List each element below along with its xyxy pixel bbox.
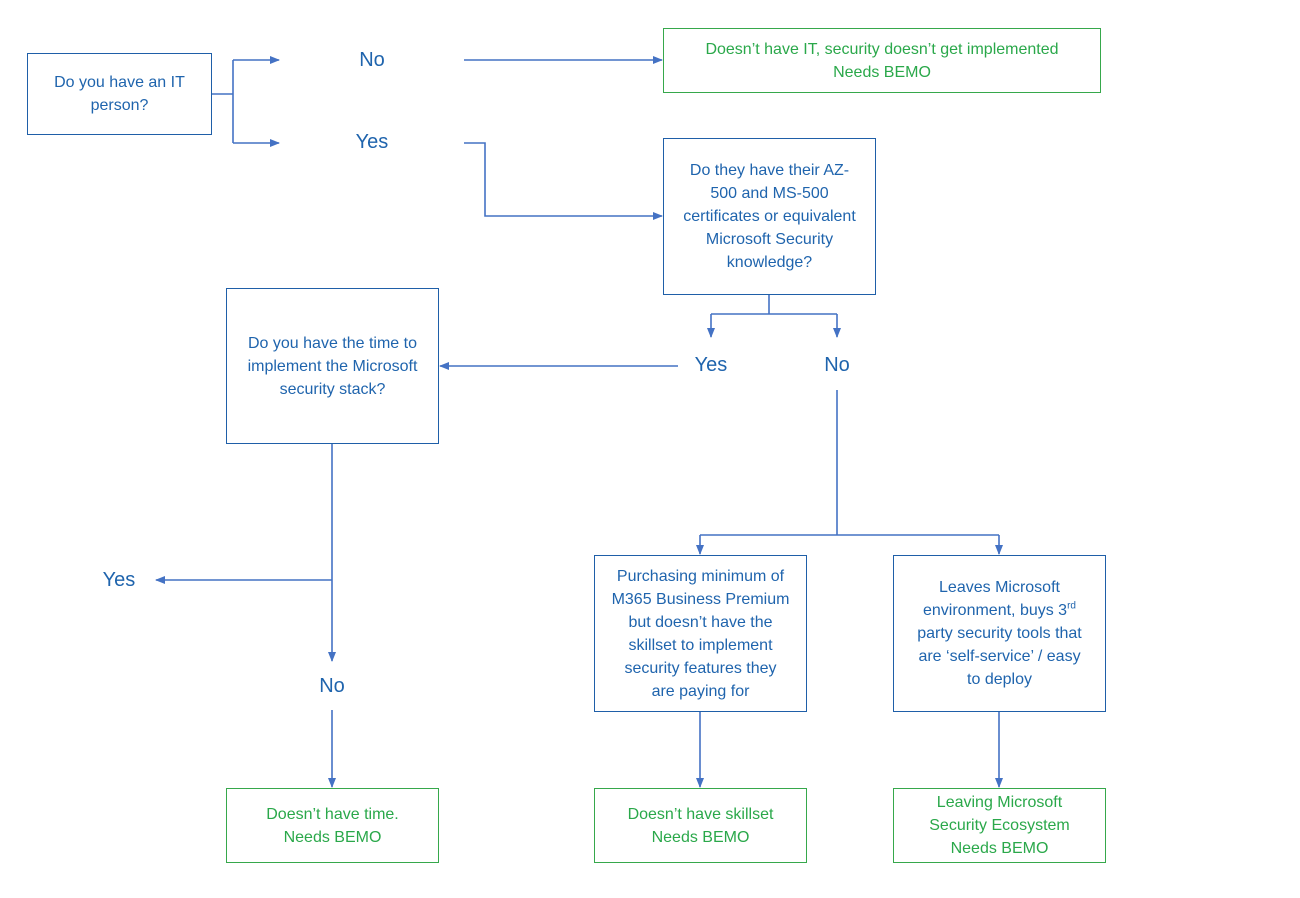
outcome-no-time-line: Needs BEMO: [283, 828, 382, 846]
outcome-leaving-ecosystem: Leaving Microsoft Security Ecosystem Nee…: [893, 788, 1106, 863]
outcome-no-skillset-line: Needs BEMO: [651, 828, 750, 846]
question-it-person-line: Do you have an IT: [54, 74, 185, 91]
outcome-no-skillset: Doesn’t have skillset Needs BEMO: [594, 788, 807, 863]
purchasing-premium-line: security features they: [624, 659, 777, 677]
label-cert-no: No: [824, 354, 850, 376]
purchasing-premium-line: are paying for: [651, 682, 750, 700]
question-certificates: Do they have their AZ- 500 and MS-500 ce…: [663, 138, 876, 295]
leaves-microsoft-line: Leaves Microsoft: [939, 579, 1060, 596]
outcome-leaving-ecosystem-line: Leaving Microsoft: [936, 794, 1063, 811]
question-certificates-line: Do they have their AZ-: [689, 162, 850, 179]
question-certificates-line: 500 and MS-500: [710, 185, 829, 202]
purchasing-premium-box: Purchasing minimum of M365 Business Prem…: [594, 555, 807, 712]
outcome-no-it: Doesn’t have IT, security doesn’t get im…: [663, 28, 1101, 93]
label-cert-yes: Yes: [694, 354, 728, 376]
leaves-microsoft-line: environment, buys 3rd: [923, 599, 1076, 622]
label-time-no: No: [319, 675, 345, 697]
connector-it-trunk: [212, 60, 234, 143]
connector-no-split: [700, 390, 999, 536]
arrow-yes-to-cert-question: [464, 142, 663, 220]
leaves-microsoft-line: are ‘self-service’ / easy: [918, 648, 1081, 665]
leaves-microsoft-line: to deploy: [967, 671, 1032, 688]
question-certificates-line: knowledge?: [726, 254, 813, 271]
purchasing-premium-line: Purchasing minimum of: [616, 567, 785, 585]
label-it-no: No: [359, 49, 385, 71]
label-time-yes: Yes: [102, 569, 136, 591]
question-time: Do you have the time to implement the Mi…: [226, 288, 439, 444]
label-it-yes: Yes: [355, 131, 389, 153]
leaves-microsoft-line: party security tools that: [917, 625, 1082, 642]
leaves-microsoft-box: Leaves Microsoft environment, buys 3rd p…: [893, 555, 1106, 712]
ordinal-suffix: rd: [1067, 600, 1076, 612]
outcome-no-skillset-line: Doesn’t have skillset: [627, 805, 774, 823]
outcome-no-time-line: Doesn’t have time.: [266, 805, 399, 823]
purchasing-premium-line: skillset to implement: [628, 636, 773, 654]
question-certificates-line: Microsoft Security: [705, 231, 834, 248]
outcome-no-it-line: Doesn’t have IT, security doesn’t get im…: [705, 40, 1059, 58]
purchasing-premium-line: but doesn’t have the: [628, 613, 773, 631]
connector-cert-trunk: [711, 295, 837, 315]
question-time-line: Do you have the time to: [248, 334, 417, 352]
question-it-person: Do you have an IT person?: [27, 53, 212, 135]
question-certificates-line: certificates or equivalent: [683, 208, 856, 225]
outcome-leaving-ecosystem-line: Needs BEMO: [950, 840, 1049, 857]
outcome-no-it-line: Needs BEMO: [833, 63, 931, 81]
purchasing-premium-line: M365 Business Premium: [611, 590, 790, 608]
outcome-leaving-ecosystem-line: Security Ecosystem: [929, 817, 1070, 834]
question-time-line: implement the Microsoft: [247, 357, 418, 375]
outcome-no-time: Doesn’t have time. Needs BEMO: [226, 788, 439, 863]
leaves-microsoft-text: environment, buys 3: [923, 602, 1068, 619]
question-time-line: security stack?: [279, 380, 386, 398]
question-it-person-line: person?: [90, 97, 149, 114]
